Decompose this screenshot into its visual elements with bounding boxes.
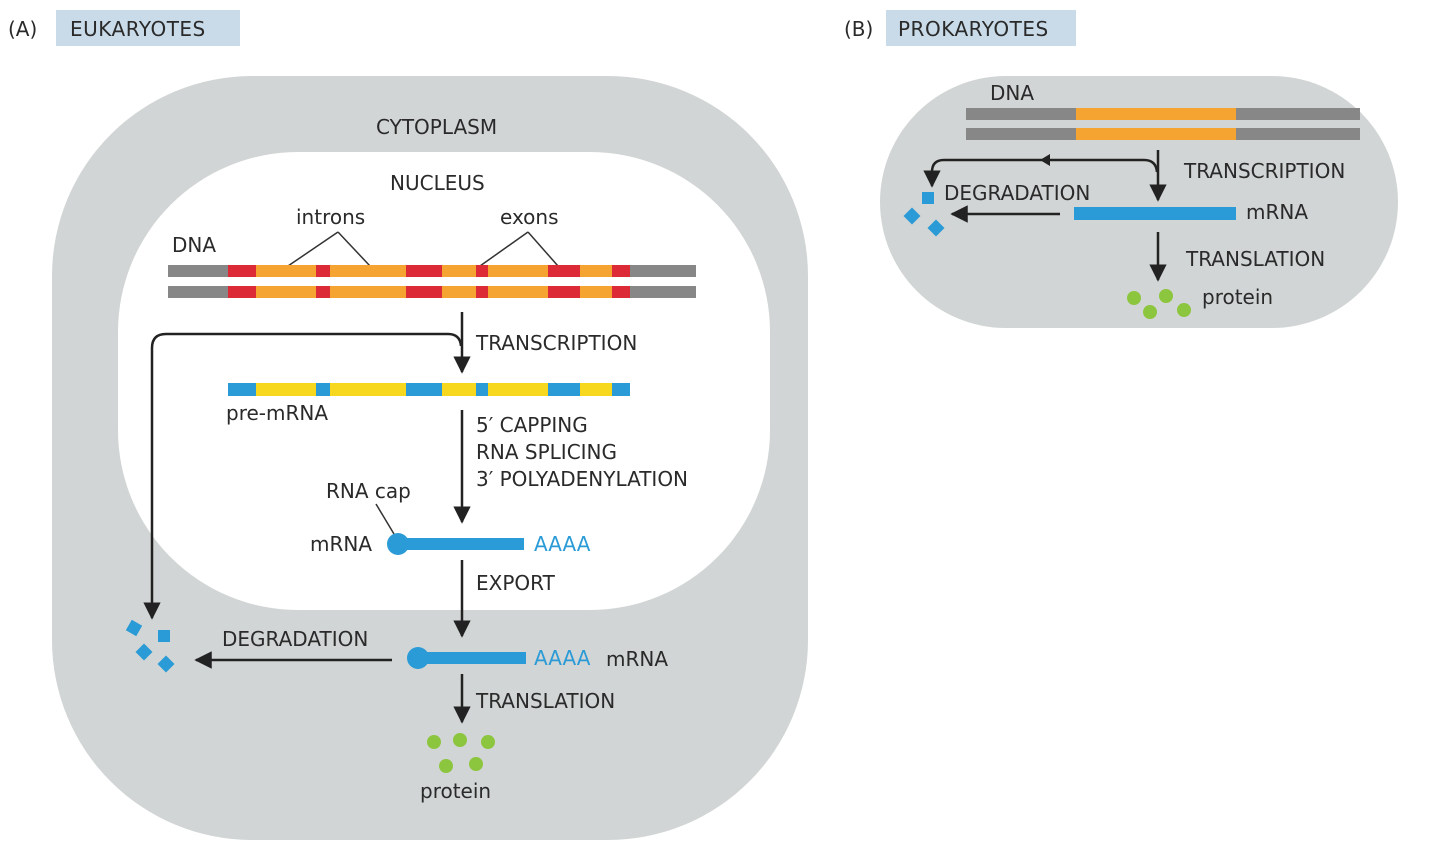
nuclear-mrna-label: mRNA bbox=[310, 532, 372, 556]
nuclear-poly-a-tail: AAAA bbox=[534, 532, 591, 556]
cytoplasmic-poly-a-tail: AAAA bbox=[534, 646, 591, 670]
prokaryote-degraded-nucleotides-icon bbox=[903, 192, 945, 237]
pre-mrna-strand bbox=[228, 383, 630, 396]
translation-label: TRANSLATION bbox=[475, 689, 615, 713]
nuclear-mrna bbox=[387, 533, 524, 555]
prokaryote-protein-icon bbox=[1127, 289, 1191, 319]
capping-label: 5′ CAPPING bbox=[476, 413, 588, 437]
panel-b-prokaryotes: (B) PROKARYOTES DNA TRANSCRIPTION mRNA D… bbox=[844, 10, 1398, 328]
nucleus-label: NUCLEUS bbox=[390, 171, 485, 195]
cytoplasmic-mrna bbox=[407, 647, 526, 669]
intron-exon-pointers bbox=[287, 231, 559, 267]
prokaryote-translation-label: TRANSLATION bbox=[1185, 247, 1325, 271]
panel-b-title-tag bbox=[886, 10, 1076, 46]
degradation-label: DEGRADATION bbox=[222, 627, 368, 651]
rna-cap-pointer bbox=[375, 503, 395, 535]
degraded-nucleotides-icon bbox=[125, 619, 175, 673]
dna-label: DNA bbox=[172, 233, 216, 257]
eukaryote-dna bbox=[168, 265, 696, 298]
prokaryote-protein-label: protein bbox=[1202, 285, 1273, 309]
prokaryote-dna bbox=[966, 108, 1360, 140]
panel-a-eukaryotes: (A) EUKARYOTES CYTOPLASM NUCLEUS introns… bbox=[8, 10, 808, 840]
panel-a-label: (A) bbox=[8, 17, 37, 41]
panel-a-title: EUKARYOTES bbox=[70, 17, 206, 41]
prokaryote-dna-label: DNA bbox=[990, 81, 1034, 105]
protein-label: protein bbox=[420, 779, 491, 803]
rna-cap-label: RNA cap bbox=[326, 479, 411, 503]
splicing-label: RNA SPLICING bbox=[476, 440, 617, 464]
pre-mrna-label: pre-mRNA bbox=[226, 401, 328, 425]
panel-b-label: (B) bbox=[844, 17, 873, 41]
polyadenylation-label: 3′ POLYADENYLATION bbox=[476, 467, 688, 491]
prokaryote-feedback-arrow bbox=[923, 158, 1159, 188]
prokaryote-transcription-label: TRANSCRIPTION bbox=[1183, 159, 1345, 183]
transcription-label: TRANSCRIPTION bbox=[475, 331, 637, 355]
prokaryote-loop-arrowhead bbox=[1040, 154, 1050, 166]
panel-a-title-tag bbox=[56, 10, 240, 46]
export-label: EXPORT bbox=[476, 571, 556, 595]
prokaryote-mrna-label: mRNA bbox=[1246, 200, 1308, 224]
cytoplasm-label: CYTOPLASM bbox=[376, 115, 497, 139]
prokaryote-degradation-label: DEGRADATION bbox=[944, 181, 1090, 205]
prokaryote-mrna-strand bbox=[1074, 207, 1236, 220]
cytoplasmic-mrna-label: mRNA bbox=[606, 647, 668, 671]
introns-label: introns bbox=[296, 205, 365, 229]
exons-label: exons bbox=[500, 205, 559, 229]
protein-icon bbox=[427, 733, 495, 773]
panel-b-title: PROKARYOTES bbox=[898, 17, 1049, 41]
feedback-loop-arrow bbox=[143, 332, 463, 620]
